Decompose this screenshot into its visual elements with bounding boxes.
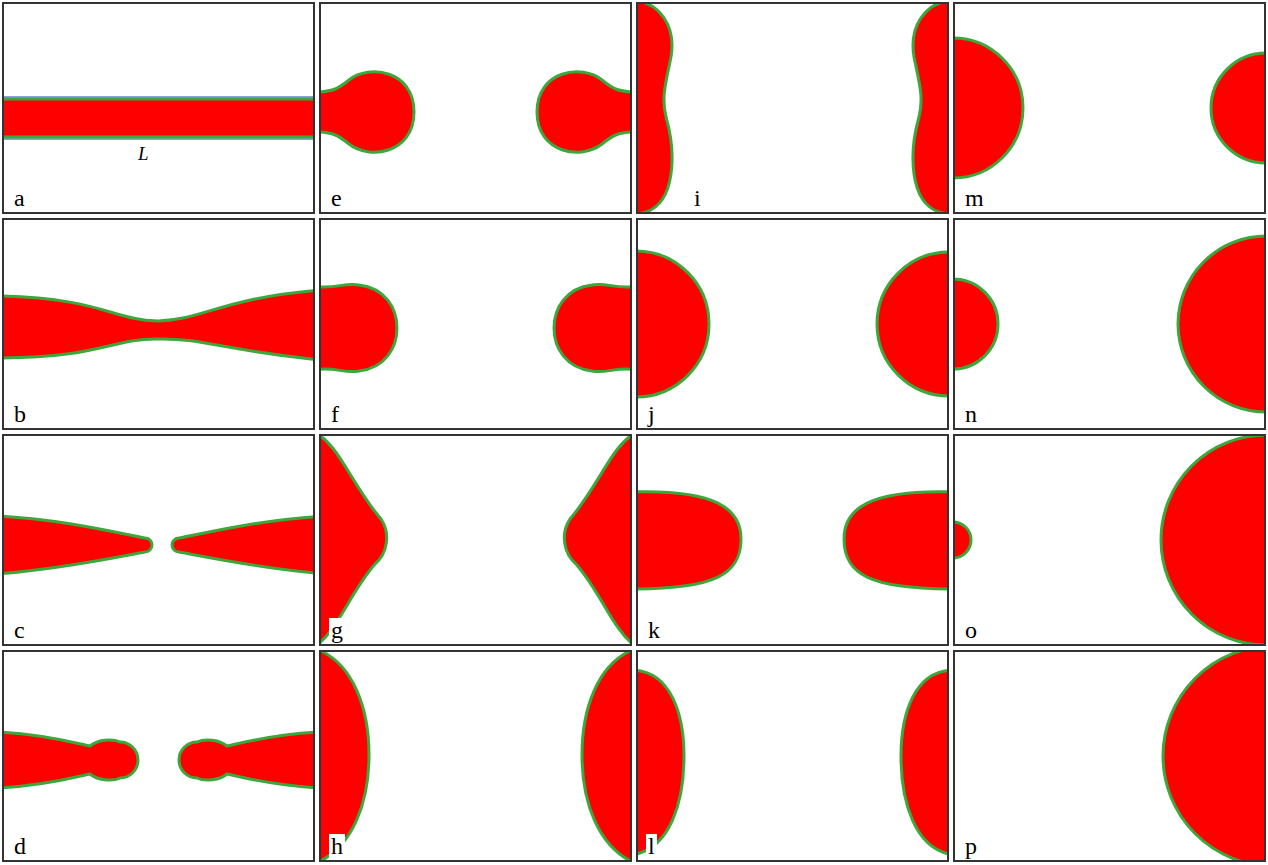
frame-panel: h (319, 650, 632, 862)
panel-letter: g (329, 618, 345, 642)
frame-panel: c (2, 434, 315, 646)
frame-panel: o (953, 434, 1266, 646)
frame-panel: e (319, 2, 632, 214)
panel-letter: i (692, 186, 703, 210)
panel-letter: k (646, 618, 662, 642)
frame-panel: d (2, 650, 315, 862)
panel-letter: o (963, 618, 979, 642)
panel-letter: c (12, 618, 27, 642)
frame-panel: m (953, 2, 1266, 214)
panel-letter: p (963, 834, 979, 858)
frame-panel: f (319, 218, 632, 430)
frame-panel: b (2, 218, 315, 430)
panel-letter: d (12, 834, 28, 858)
panel-letter: l (646, 834, 657, 858)
panel-letter: m (963, 186, 986, 210)
frame-panel: k (636, 434, 949, 646)
frame-panel: l (636, 650, 949, 862)
frame-panel: La (2, 2, 315, 214)
frame-panel: n (953, 218, 1266, 430)
panel-letter: a (12, 186, 27, 210)
frame-panel: i (636, 2, 949, 214)
length-symbol: L (138, 144, 149, 163)
panel-letter: e (329, 186, 344, 210)
panel-letter: f (329, 402, 341, 426)
panel-letter: n (963, 402, 979, 426)
frame-panel: j (636, 218, 949, 430)
panel-letter: h (329, 834, 345, 858)
frame-panel: p (953, 650, 1266, 862)
panel-letter: j (646, 402, 657, 426)
frame-panel: g (319, 434, 632, 646)
panel-letter: b (12, 402, 28, 426)
